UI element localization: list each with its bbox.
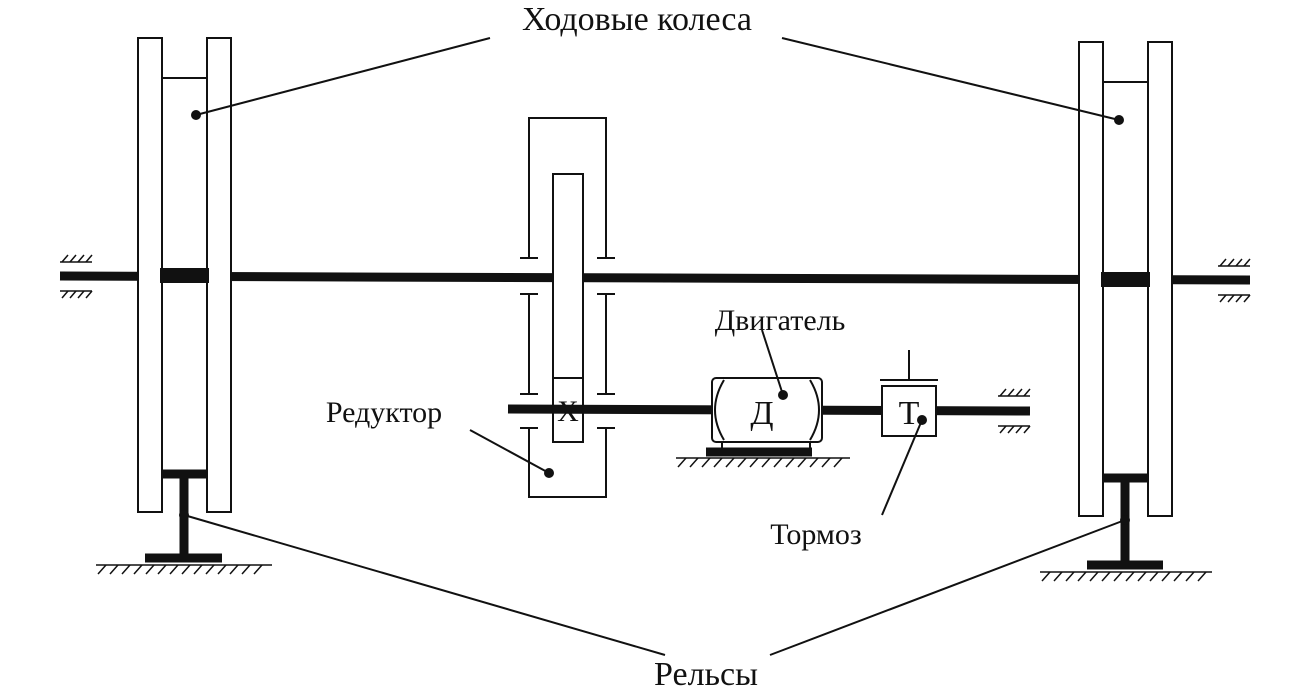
motor-symbol: Д [750, 395, 773, 432]
reducer: X [520, 117, 615, 498]
motor-pointer-dot [778, 390, 788, 400]
label-wheels: Ходовые колеса [522, 1, 752, 38]
brake: Т [880, 350, 938, 437]
label-motor: Двигатель [715, 304, 846, 337]
left-rail [96, 469, 272, 575]
wheel-right-pointer-dot [1114, 115, 1124, 125]
leader-lines [183, 37, 1126, 656]
brake-symbol: Т [899, 395, 920, 432]
label-brake: Тормоз [770, 518, 861, 551]
brake-pointer-dot [917, 415, 927, 425]
reducer-pointer-dot [544, 468, 554, 478]
wheel-left-pointer-dot [191, 110, 201, 120]
right-wheel [1078, 41, 1173, 517]
right-rail [1040, 473, 1212, 582]
label-reducer: Редуктор [326, 396, 442, 429]
right-shaft-bearing [1218, 258, 1251, 303]
brake-shaft-bearing [998, 388, 1031, 434]
main-shaft [59, 271, 1251, 285]
left-shaft-bearing [60, 254, 93, 299]
rail-right-pointer-dot [1120, 515, 1130, 525]
label-rails: Рельсы [654, 656, 758, 693]
motor: Д [676, 377, 850, 468]
left-wheel [137, 37, 232, 513]
rail-left-pointer-dot [179, 510, 189, 520]
